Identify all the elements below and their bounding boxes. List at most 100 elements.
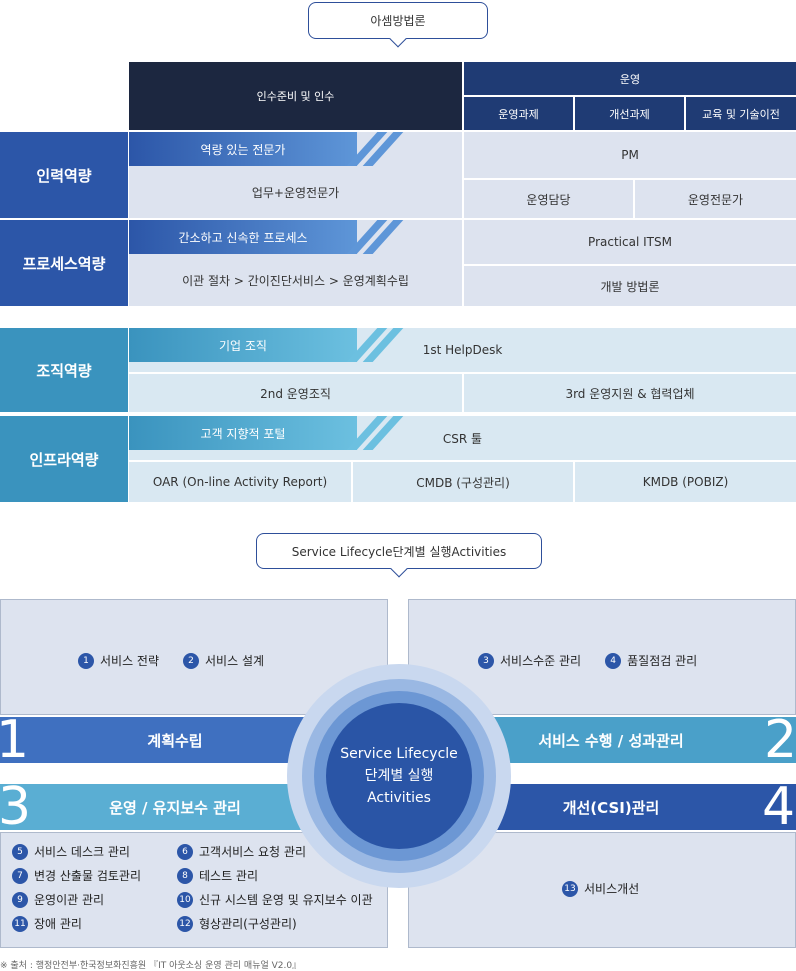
row-org-cell-b: 3rd 운영지원 & 협력업체 [464, 374, 796, 412]
header-sub-1: 운영과제 [464, 97, 573, 130]
list-item: 9 운영이관 관리 [12, 891, 177, 908]
row-people-cell-a-label: 업무+운영전문가 [251, 185, 340, 200]
row-infra-cell-c-label: KMDB (POBIZ) [642, 475, 729, 489]
row-infra-caption-label: 인프라역량 [29, 450, 99, 469]
row-org-band-label: 기업 조직 [219, 338, 267, 353]
header-operation: 운영 [464, 62, 796, 95]
row-process-band-label: 간소하고 신속한 프로세스 [178, 230, 308, 245]
row-infra-band-label: 고객 지향적 포털 [200, 426, 286, 441]
list-item: 3 서비스수준 관리 [478, 652, 581, 669]
list-item-label: 테스트 관리 [199, 869, 259, 883]
list-item: 7 변경 산출물 검토관리 [12, 867, 177, 884]
list-item-label: 서비스수준 관리 [500, 654, 582, 668]
row-process-cell-a: 이관 절차 > 간이진단서비스 > 운영계획수립 [129, 254, 462, 306]
row-process-cell-a-label: 이관 절차 > 간이진단서비스 > 운영계획수립 [182, 273, 409, 288]
step-number-badge: 11 [12, 915, 28, 932]
row-people-cell-c-label: 운영담당 [526, 192, 571, 207]
list-item-label: 변경 산출물 검토관리 [34, 869, 141, 883]
row-process-cell-b-label: Practical ITSM [588, 235, 672, 249]
row-infra-cell-a: OAR (On-line Activity Report) [129, 462, 351, 502]
phase-bar-3-label: 운영 / 유지보수 관리 [109, 798, 241, 817]
center-circle-line-1: Service Lifecycle [340, 746, 458, 762]
source-note: ※ 출처 : 행정안전부·한국정보화진흥원 『IT 아웃소싱 운영 관리 매뉴얼… [0, 961, 302, 971]
phase-number-3: 3 [0, 777, 32, 837]
methodology-callout-label: 아셈방법론 [370, 14, 426, 28]
center-circle: Service Lifecycle 단계별 실행 Activities [326, 703, 472, 849]
row-process-caption: 프로세스역량 [0, 220, 128, 306]
list-item-label: 장애 관리 [34, 917, 82, 931]
step-number-badge: 6 [177, 843, 193, 860]
list-item: 6 고객서비스 요청 관리 [177, 843, 387, 860]
row-infra-top-label: CSR 툴 [442, 431, 483, 446]
header-sub-3: 교육 및 기술이전 [686, 97, 796, 130]
list-item: 10 신규 시스템 운영 및 유지보수 이관 [177, 891, 387, 908]
step-number-badge: 3 [478, 652, 494, 669]
phase-bar-4-label: 개선(CSI)관리 [562, 798, 660, 817]
phase-number-4: 4 [762, 777, 796, 837]
list-item-label: 서비스 전략 [100, 654, 160, 668]
list-item-label: 품질점검 관리 [627, 654, 698, 668]
quadrant-4-items: 13 서비스개선 [562, 880, 639, 897]
phase-bar-1-label: 계획수립 [147, 731, 203, 750]
row-people-cell-a: 업무+운영전문가 [129, 166, 462, 218]
list-item-label: 신규 시스템 운영 및 유지보수 이관 [199, 893, 373, 907]
step-number-badge: 2 [183, 652, 200, 669]
row-org-top-label: 1st HelpDesk [422, 343, 503, 357]
row-people-caption: 인력역량 [0, 132, 128, 218]
row-org-caption-label: 조직역량 [36, 361, 92, 380]
row-org-cell-b-label: 3rd 운영지원 & 협력업체 [565, 386, 695, 401]
step-number-badge: 9 [12, 891, 28, 908]
phase-bar-2-label: 서비스 수행 / 성과관리 [538, 731, 684, 750]
list-item-label: 서비스 데스크 관리 [34, 845, 130, 859]
row-people-cell-d: 운영전문가 [635, 180, 796, 218]
list-item-label: 형상관리(구성관리) [199, 917, 297, 931]
row-infra-caption: 인프라역량 [0, 416, 128, 502]
row-infra-cell-a-label: OAR (On-line Activity Report) [152, 475, 328, 489]
list-item: 1 서비스 전략 [78, 652, 159, 669]
header-transition: 인수준비 및 인수 [129, 62, 462, 130]
row-process-cell-c: 개발 방법론 [464, 266, 796, 306]
step-number-badge: 13 [562, 880, 578, 897]
step-number-badge: 10 [177, 891, 193, 908]
row-org-cell-a-label: 2nd 운영조직 [260, 386, 331, 401]
row-people-cell-d-label: 운영전문가 [687, 192, 744, 207]
header-operation-label: 운영 [619, 72, 641, 86]
lifecycle-callout-label: Service Lifecycle단계별 실행Activities [291, 544, 507, 559]
list-item: 11 장애 관리 [12, 915, 177, 932]
row-process-cell-c-label: 개발 방법론 [600, 279, 660, 294]
step-number-badge: 4 [605, 652, 622, 669]
row-org-caption: 조직역량 [0, 328, 128, 412]
list-item: 13 서비스개선 [562, 880, 639, 897]
quadrant-2-items: 3 서비스수준 관리 4 품질점검 관리 [478, 652, 697, 669]
header-sub-3-label: 교육 및 기술이전 [702, 107, 780, 121]
phase-number-1: 1 [0, 710, 30, 770]
row-people-cell-c: 운영담당 [464, 180, 633, 218]
phase-number-2: 2 [764, 710, 796, 770]
list-item-label: 서비스개선 [584, 882, 640, 896]
list-item: 4 품질점검 관리 [605, 652, 697, 669]
header-sub-2: 개선과제 [575, 97, 684, 130]
row-process-caption-label: 프로세스역량 [22, 254, 106, 273]
row-people-caption-label: 인력역량 [36, 166, 92, 185]
row-process-cell-b: Practical ITSM [464, 220, 796, 264]
row-people-band: 역량 있는 전문가 [129, 132, 357, 166]
row-infra-cell-b-label: CMDB (구성관리) [416, 475, 510, 490]
center-circle-line-2: 단계별 실행 [364, 768, 434, 784]
methodology-callout: 아셈방법론 [308, 2, 488, 39]
quadrant-1-items: 1 서비스 전략 2 서비스 설계 [78, 652, 264, 669]
list-item: 8 테스트 관리 [177, 867, 387, 884]
header-sub-1-label: 운영과제 [498, 107, 539, 121]
step-number-badge: 7 [12, 867, 28, 884]
list-item: 2 서비스 설계 [183, 652, 264, 669]
list-item-label: 서비스 설계 [205, 654, 265, 668]
list-item-label: 고객서비스 요청 관리 [199, 845, 306, 859]
step-number-badge: 8 [177, 867, 193, 884]
row-infra-cell-b: CMDB (구성관리) [353, 462, 573, 502]
step-number-badge: 1 [78, 652, 94, 669]
row-people-cell-b: PM [464, 132, 796, 178]
row-org-cell-a: 2nd 운영조직 [129, 374, 462, 412]
list-item-label: 운영이관 관리 [34, 893, 105, 907]
